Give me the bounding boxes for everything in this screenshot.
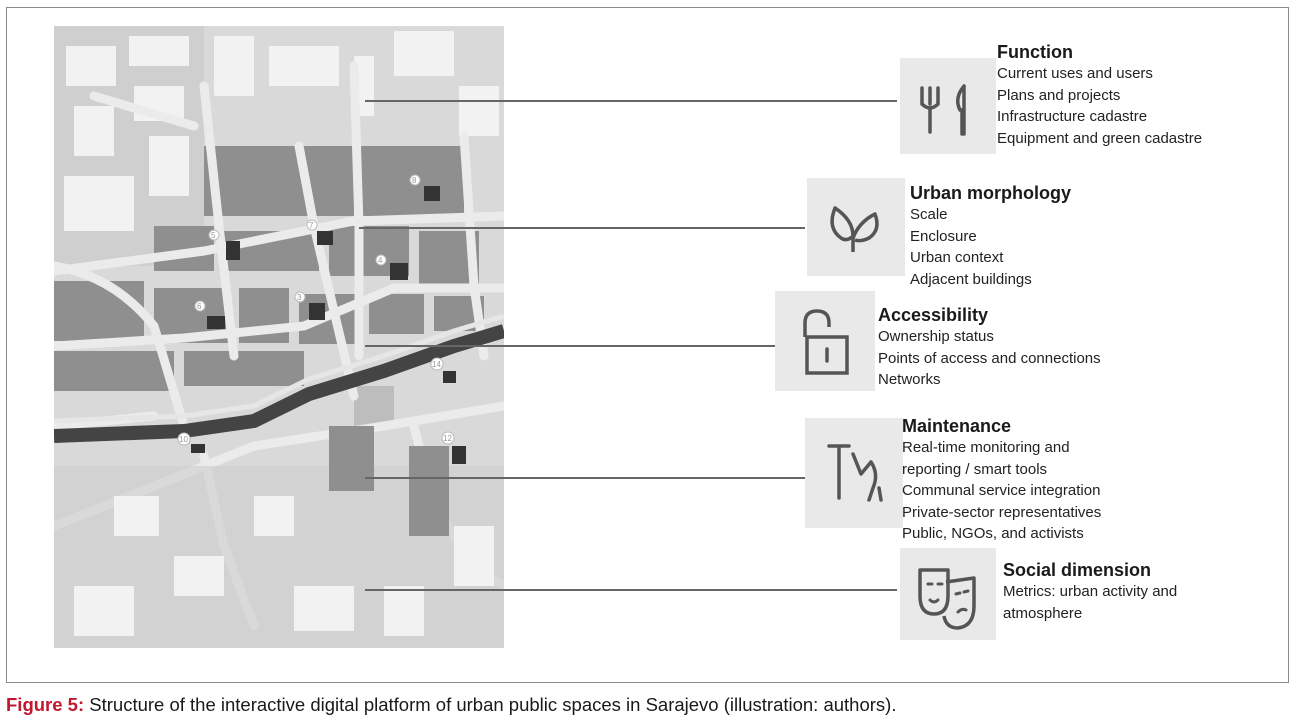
map-marker[interactable]: 12 [441, 431, 466, 464]
connector-social-dimension [365, 589, 897, 591]
map-block [329, 426, 374, 491]
category-title: Function [997, 42, 1073, 62]
category-item: Scale [910, 206, 948, 223]
category-item: Ownership status [878, 328, 994, 345]
marker-label: 14 [432, 360, 441, 369]
map-building [64, 176, 134, 231]
map-building [384, 586, 424, 636]
map-block [409, 446, 449, 536]
category-item: Private-sector representatives [902, 503, 1102, 521]
caption-text: Structure of the interactive digital pla… [84, 694, 897, 715]
category-title: Accessibility [878, 305, 989, 325]
category-item: reporting / smart tools [902, 460, 1048, 478]
map-marker[interactable]: 3 [294, 291, 325, 320]
marker-label: 3 [297, 293, 302, 302]
map-block [204, 146, 354, 216]
theater-masks-icon [918, 568, 976, 630]
map-block [54, 351, 174, 391]
function-icon-tile [900, 58, 996, 154]
leaf-sprout-icon [830, 206, 879, 252]
map-building [254, 496, 294, 536]
map-block [184, 351, 304, 386]
map-block [54, 281, 144, 341]
broom-tools-icon [827, 444, 883, 502]
connector-urban-morphology [359, 227, 805, 229]
map-marker[interactable]: 8 [409, 174, 440, 201]
map-marker[interactable]: 6 [194, 300, 225, 329]
map-block [354, 386, 394, 426]
category-title: Social dimension [1003, 560, 1152, 580]
social-dimension-icon-tile [900, 548, 996, 640]
category-maintenance: Maintenance Real-time monitoring and rep… [902, 415, 1101, 545]
connector-accessibility [365, 345, 775, 347]
map-block [369, 294, 424, 334]
category-title: Urban morphology [910, 183, 1071, 203]
category-item: Adjacent buildings [910, 270, 1032, 288]
marker-label: 5 [211, 231, 216, 240]
open-padlock-icon [803, 309, 849, 375]
connector-maintenance [365, 477, 805, 479]
category-item: Current uses and users [997, 65, 1153, 82]
category-urban-morphology: Urban morphology Scale Enclosure Urban c… [910, 182, 1071, 290]
map-marker[interactable]: 5 [208, 229, 240, 260]
map-marker[interactable]: 14 [430, 357, 456, 383]
fork-knife-icon [920, 84, 966, 136]
map-building [66, 46, 116, 86]
sarajevo-map: 5 7 4 6 8 3 10 [54, 26, 504, 648]
category-item: Public, NGOs, and activists [902, 525, 1084, 542]
map-riverbank [54, 313, 504, 424]
category-item: Communal service integration [902, 482, 1101, 499]
category-item: Equipment and green cadastre [997, 129, 1203, 147]
map-building [454, 526, 494, 586]
map-marker[interactable]: 10 [177, 432, 205, 453]
urban-morphology-icon-tile [807, 178, 905, 276]
maintenance-icon-tile [805, 418, 903, 528]
map-building [149, 136, 189, 196]
category-social-dimension: Social dimension Metrics: urban activity… [1003, 559, 1177, 624]
category-item: Infrastructure cadastre [997, 108, 1148, 125]
marker-label: 7 [309, 221, 314, 230]
map-marker[interactable]: 4 [375, 254, 408, 280]
marker-label: 10 [179, 435, 188, 444]
map-building [129, 36, 189, 66]
connector-function [365, 100, 897, 102]
map-building [394, 31, 454, 76]
map-building [269, 46, 339, 86]
map-building [74, 106, 114, 156]
caption-label: Figure 5: [6, 694, 85, 715]
figure-frame: 5 7 4 6 8 3 10 [6, 7, 1289, 683]
map-building [114, 496, 159, 536]
category-item: Enclosure [910, 227, 977, 245]
map-building [459, 86, 499, 136]
category-accessibility: Accessibility Ownership status Points of… [878, 304, 1101, 391]
category-item: Networks [878, 371, 941, 388]
figure-caption: Figure 5: Structure of the interactive d… [6, 694, 896, 716]
category-item: Urban context [910, 249, 1004, 266]
map-building [74, 586, 134, 636]
category-item: Real-time monitoring and [902, 439, 1070, 456]
marker-label: 4 [378, 256, 383, 265]
marker-label: 8 [412, 176, 417, 185]
category-item: Points of access and connections [878, 349, 1101, 367]
category-item: Plans and projects [997, 86, 1121, 104]
marker-label: 12 [443, 434, 452, 443]
category-function: Function Current uses and users Plans an… [997, 41, 1202, 149]
map-building [174, 556, 224, 596]
category-item: Metrics: urban activity and [1003, 583, 1178, 600]
map-building [214, 36, 254, 96]
map-marker[interactable]: 7 [306, 219, 333, 245]
accessibility-icon-tile [775, 291, 875, 391]
category-title: Maintenance [902, 416, 1012, 436]
marker-label: 6 [197, 302, 202, 311]
map-building [294, 586, 354, 631]
category-item: atmosphere [1003, 604, 1083, 622]
